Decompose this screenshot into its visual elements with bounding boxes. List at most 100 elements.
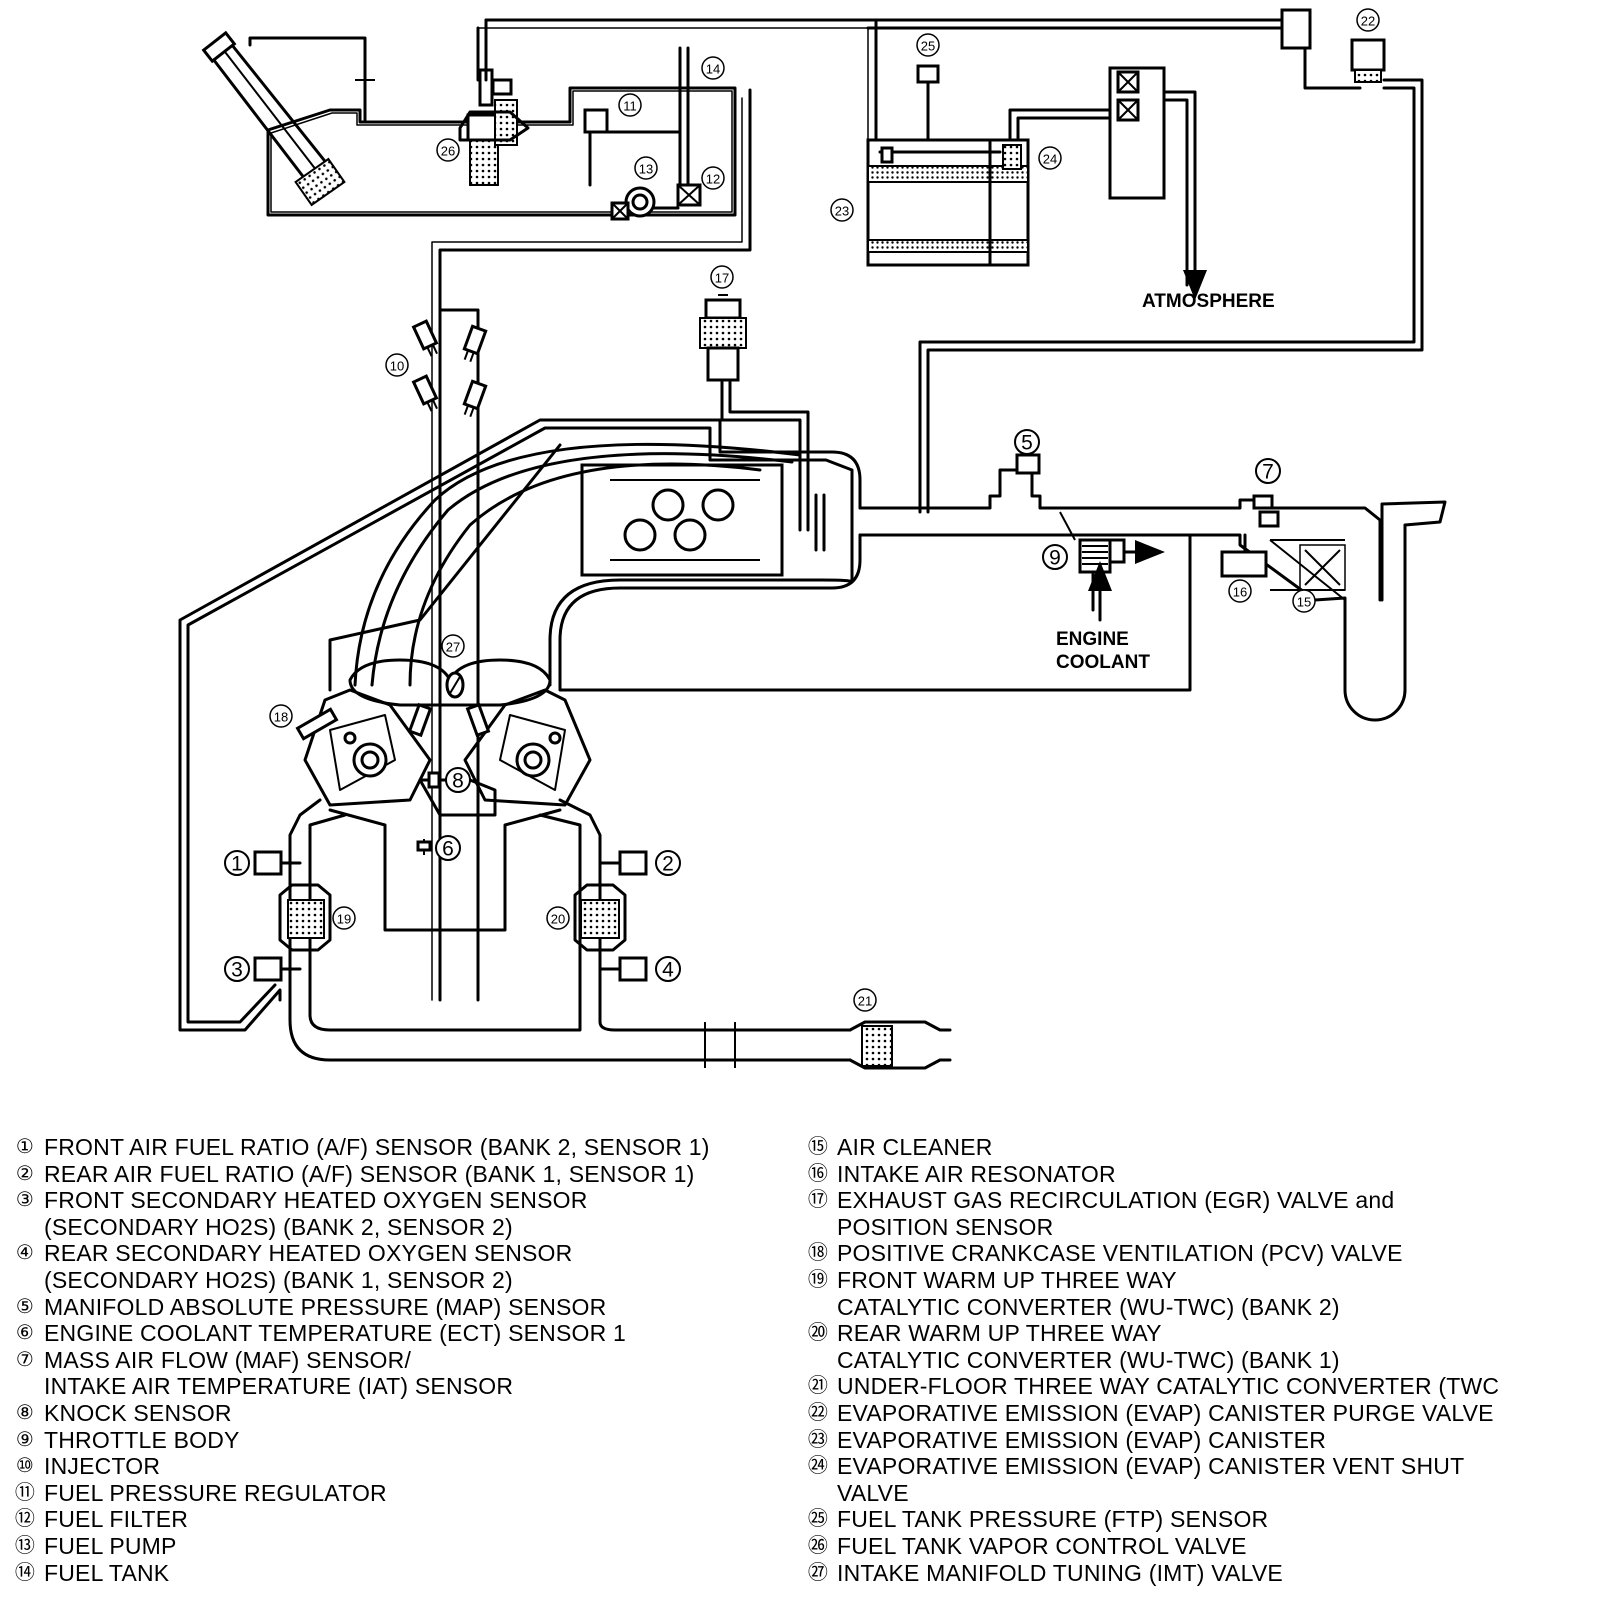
fuel-tank-vapor-control-valve [458, 68, 530, 186]
callout-19: 19 [332, 906, 356, 930]
svg-text:23: 23 [835, 204, 849, 219]
vent-filter [1108, 66, 1207, 300]
svg-text:6: 6 [442, 838, 454, 861]
callout-4: 4 [655, 956, 681, 982]
callout-14: 14 [701, 56, 725, 80]
atmosphere-label: ATMOSPHERE [1142, 291, 1275, 312]
callout-21: 21 [853, 988, 877, 1012]
callout-23: 23 [830, 198, 854, 222]
svg-text:9: 9 [1049, 547, 1061, 570]
evap-canister-vent-shut-valve [1002, 108, 1132, 170]
intake-duct [858, 468, 1447, 722]
svg-text:20: 20 [551, 912, 565, 927]
secondary-ho2s-front [253, 956, 302, 982]
svg-text:14: 14 [706, 62, 720, 77]
svg-text:3: 3 [231, 959, 243, 982]
svg-text:13: 13 [639, 162, 653, 177]
af-sensor-rear [598, 850, 648, 876]
fuel-pump-assembly [583, 46, 702, 221]
svg-text:4: 4 [662, 959, 674, 982]
intake-manifold [178, 378, 1192, 1032]
injectors [411, 319, 488, 418]
system-diagram: 1 2 3 4 5 6 7 8 9 10 11 12 13 14 15 16 1… [178, 8, 1447, 1070]
svg-text:17: 17 [715, 271, 729, 286]
callout-12: 12 [701, 166, 725, 190]
ect-sensor [416, 839, 432, 855]
svg-text:8: 8 [452, 770, 464, 793]
imt-valve [445, 671, 465, 699]
callout-17: 17 [710, 265, 734, 289]
callout-22: 22 [1356, 8, 1380, 32]
filler-neck [201, 30, 375, 207]
svg-text:5: 5 [1021, 432, 1033, 455]
svg-text:10: 10 [390, 359, 404, 374]
af-sensor-front [253, 850, 302, 876]
svg-text:16: 16 [1233, 585, 1247, 600]
maf-sensor [1252, 494, 1280, 528]
callout-16: 16 [1228, 579, 1252, 603]
callouts: 1 2 3 4 5 6 7 8 9 10 11 12 13 14 15 16 1… [224, 8, 1380, 1012]
callout-24: 24 [1038, 146, 1062, 170]
svg-text:7: 7 [1262, 461, 1274, 484]
exhaust-pipes [288, 993, 952, 1070]
callout-20: 20 [546, 906, 570, 930]
svg-text:21: 21 [858, 994, 872, 1009]
callout-8: 8 [445, 767, 471, 793]
svg-text:24: 24 [1043, 152, 1057, 167]
egr-valve [699, 294, 747, 382]
callout-10: 10 [385, 353, 409, 377]
callout-26: 26 [436, 138, 460, 162]
callout-2: 2 [655, 850, 681, 876]
svg-text:26: 26 [441, 144, 455, 159]
ftp-sensor [916, 64, 940, 142]
callout-3: 3 [224, 956, 250, 982]
callout-27: 27 [441, 634, 465, 658]
callout-15: 15 [1292, 589, 1316, 613]
svg-text:22: 22 [1361, 14, 1375, 29]
throttle-body [1059, 511, 1165, 622]
engine-coolant-label-line1: ENGINE [1056, 629, 1129, 650]
svg-text:15: 15 [1297, 595, 1311, 610]
knock-sensor [427, 771, 441, 789]
map-sensor [1015, 453, 1041, 475]
evap-canister [866, 138, 1030, 267]
wu-twc-front [278, 883, 332, 952]
callout-6: 6 [435, 835, 461, 861]
svg-text:19: 19 [337, 912, 351, 927]
pcv-valve [295, 707, 339, 741]
callout-11: 11 [618, 93, 642, 117]
svg-text:18: 18 [274, 710, 288, 725]
callout-9: 9 [1042, 544, 1068, 570]
svg-text:11: 11 [623, 99, 637, 114]
callout-7: 7 [1255, 458, 1281, 484]
secondary-ho2s-rear [598, 956, 648, 982]
svg-text:27: 27 [446, 640, 460, 655]
